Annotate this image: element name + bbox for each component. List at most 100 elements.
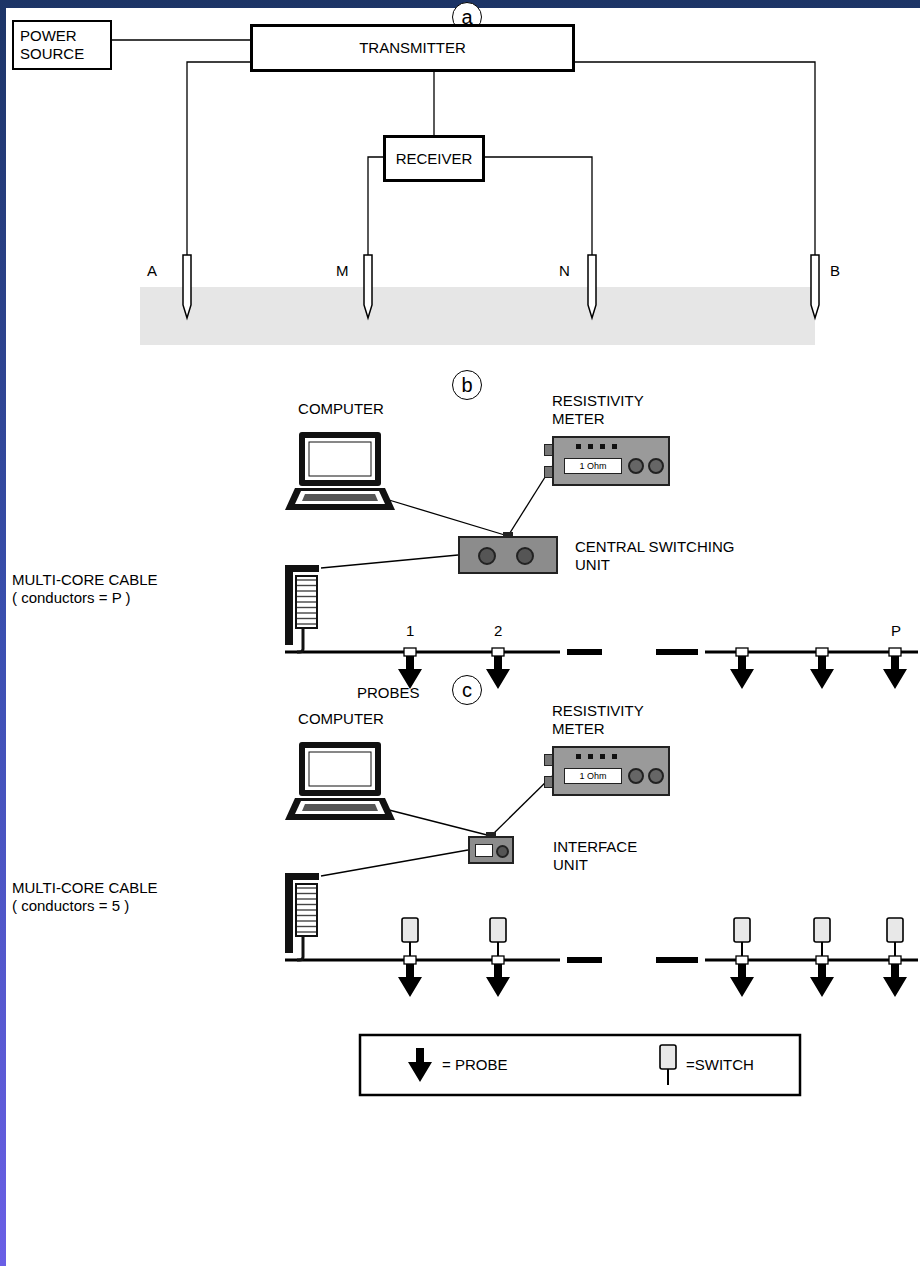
electrode-wire [485, 157, 592, 255]
laptop-display-inner [309, 752, 371, 786]
node-text: MULTI-CORE CABLE ( conductors = P ) [12, 571, 164, 607]
wire [112, 39, 250, 40]
meter-housing: 1 Ohm [552, 746, 670, 796]
meter-led [576, 444, 581, 449]
electrode-wire [187, 62, 250, 255]
wire [321, 555, 458, 568]
electrode-wire [368, 157, 383, 255]
cable-dash [656, 649, 698, 655]
probe-symbol [398, 655, 422, 689]
reel-winding [297, 618, 316, 619]
probe-symbol [486, 655, 510, 689]
node-text: POWER SOURCE [20, 27, 104, 63]
probe-symbol [810, 963, 834, 997]
switch-symbol [814, 918, 830, 942]
probe-symbol [408, 1048, 432, 1082]
reel-winding [297, 623, 316, 624]
reel-winding [297, 904, 316, 905]
switch-symbol [402, 918, 418, 942]
receiver-box: RECEIVER [383, 135, 485, 182]
reel-winding [297, 915, 316, 916]
cable-connector [404, 956, 416, 964]
reel-winding [297, 909, 316, 910]
reel-winding [297, 931, 316, 932]
cable-connector [736, 648, 748, 656]
wire [433, 72, 434, 135]
cable-connector [736, 956, 748, 964]
node-text: RESISTIVITY METER [552, 392, 667, 428]
computer: COMPUTER [285, 710, 397, 822]
node-text: RESISTIVITY METER [552, 702, 667, 738]
meter-display: 1 Ohm [564, 768, 622, 784]
unit-housing [458, 536, 558, 574]
reel-winding [297, 887, 316, 888]
meter-led [612, 754, 617, 759]
reel-drop [297, 936, 303, 960]
unit-knob [496, 845, 509, 858]
node-text: 1 Ohm [579, 462, 606, 471]
ground-band [140, 287, 815, 345]
cable-connector [816, 648, 828, 656]
cable-reel: MULTI-CORE CABLE ( conductors = 5 ) [12, 873, 332, 965]
cable-dash [656, 957, 698, 963]
reel-drop [297, 628, 303, 652]
meter-knob [648, 458, 664, 474]
node-text: RECEIVER [396, 150, 473, 168]
electrode [183, 255, 191, 318]
node-text: TRANSMITTER [359, 39, 466, 57]
meter-display: 1 Ohm [564, 458, 622, 474]
laptop-screen [299, 742, 381, 796]
electrode [364, 255, 372, 318]
part-label: P [891, 622, 901, 640]
cable-connector [492, 648, 504, 656]
resistivity-meter: RESISTIVITY METER 1 Ohm [552, 702, 677, 796]
probe-symbol [486, 963, 510, 997]
meter-led [588, 754, 593, 759]
wire [508, 466, 552, 536]
part-label: PROBES [357, 684, 420, 702]
reel-winding [297, 612, 316, 613]
cable-reel: MULTI-CORE CABLE ( conductors = P ) [12, 565, 332, 657]
meter-led [576, 754, 581, 759]
unit-housing [468, 836, 514, 864]
laptop-icon [285, 430, 395, 512]
probe-symbol [810, 655, 834, 689]
reel-drum [296, 884, 317, 936]
meter-led [612, 444, 617, 449]
part-label: 2 [494, 622, 502, 640]
cable-dash [567, 649, 602, 655]
reel-winding [297, 590, 316, 591]
node-text: b [461, 375, 472, 395]
laptop-base [285, 488, 395, 510]
unit-port [503, 532, 513, 536]
switch-symbol [490, 918, 506, 942]
switch-stem [667, 1069, 669, 1085]
laptop-display [305, 748, 375, 790]
cable-reel-icon [285, 565, 325, 657]
laptop-screen [299, 432, 381, 486]
laptop-base [285, 798, 395, 820]
power-source-box: POWER SOURCE [12, 20, 112, 70]
switch-symbol [887, 918, 903, 942]
cable-connector [889, 956, 901, 964]
part-label: B [830, 262, 840, 280]
electrode-wire [575, 62, 815, 255]
legend-frame [360, 1035, 800, 1095]
cable-connector [492, 956, 504, 964]
panel-letter: b [452, 370, 482, 400]
cable-reel-icon [285, 873, 325, 965]
node-text: 1 Ohm [579, 772, 606, 781]
laptop-display [305, 438, 375, 480]
central-switching-unit: CENTRAL SWITCHING UNIT [458, 536, 753, 574]
laptop-icon [285, 740, 395, 822]
node-text: CENTRAL SWITCHING UNIT [575, 538, 753, 574]
wire [389, 500, 508, 536]
reel-winding [297, 926, 316, 927]
legend-text: = PROBE [442, 1056, 507, 1074]
wire [321, 850, 468, 876]
cable-connector [816, 956, 828, 964]
cable-connector [404, 648, 416, 656]
meter-knob [648, 768, 664, 784]
